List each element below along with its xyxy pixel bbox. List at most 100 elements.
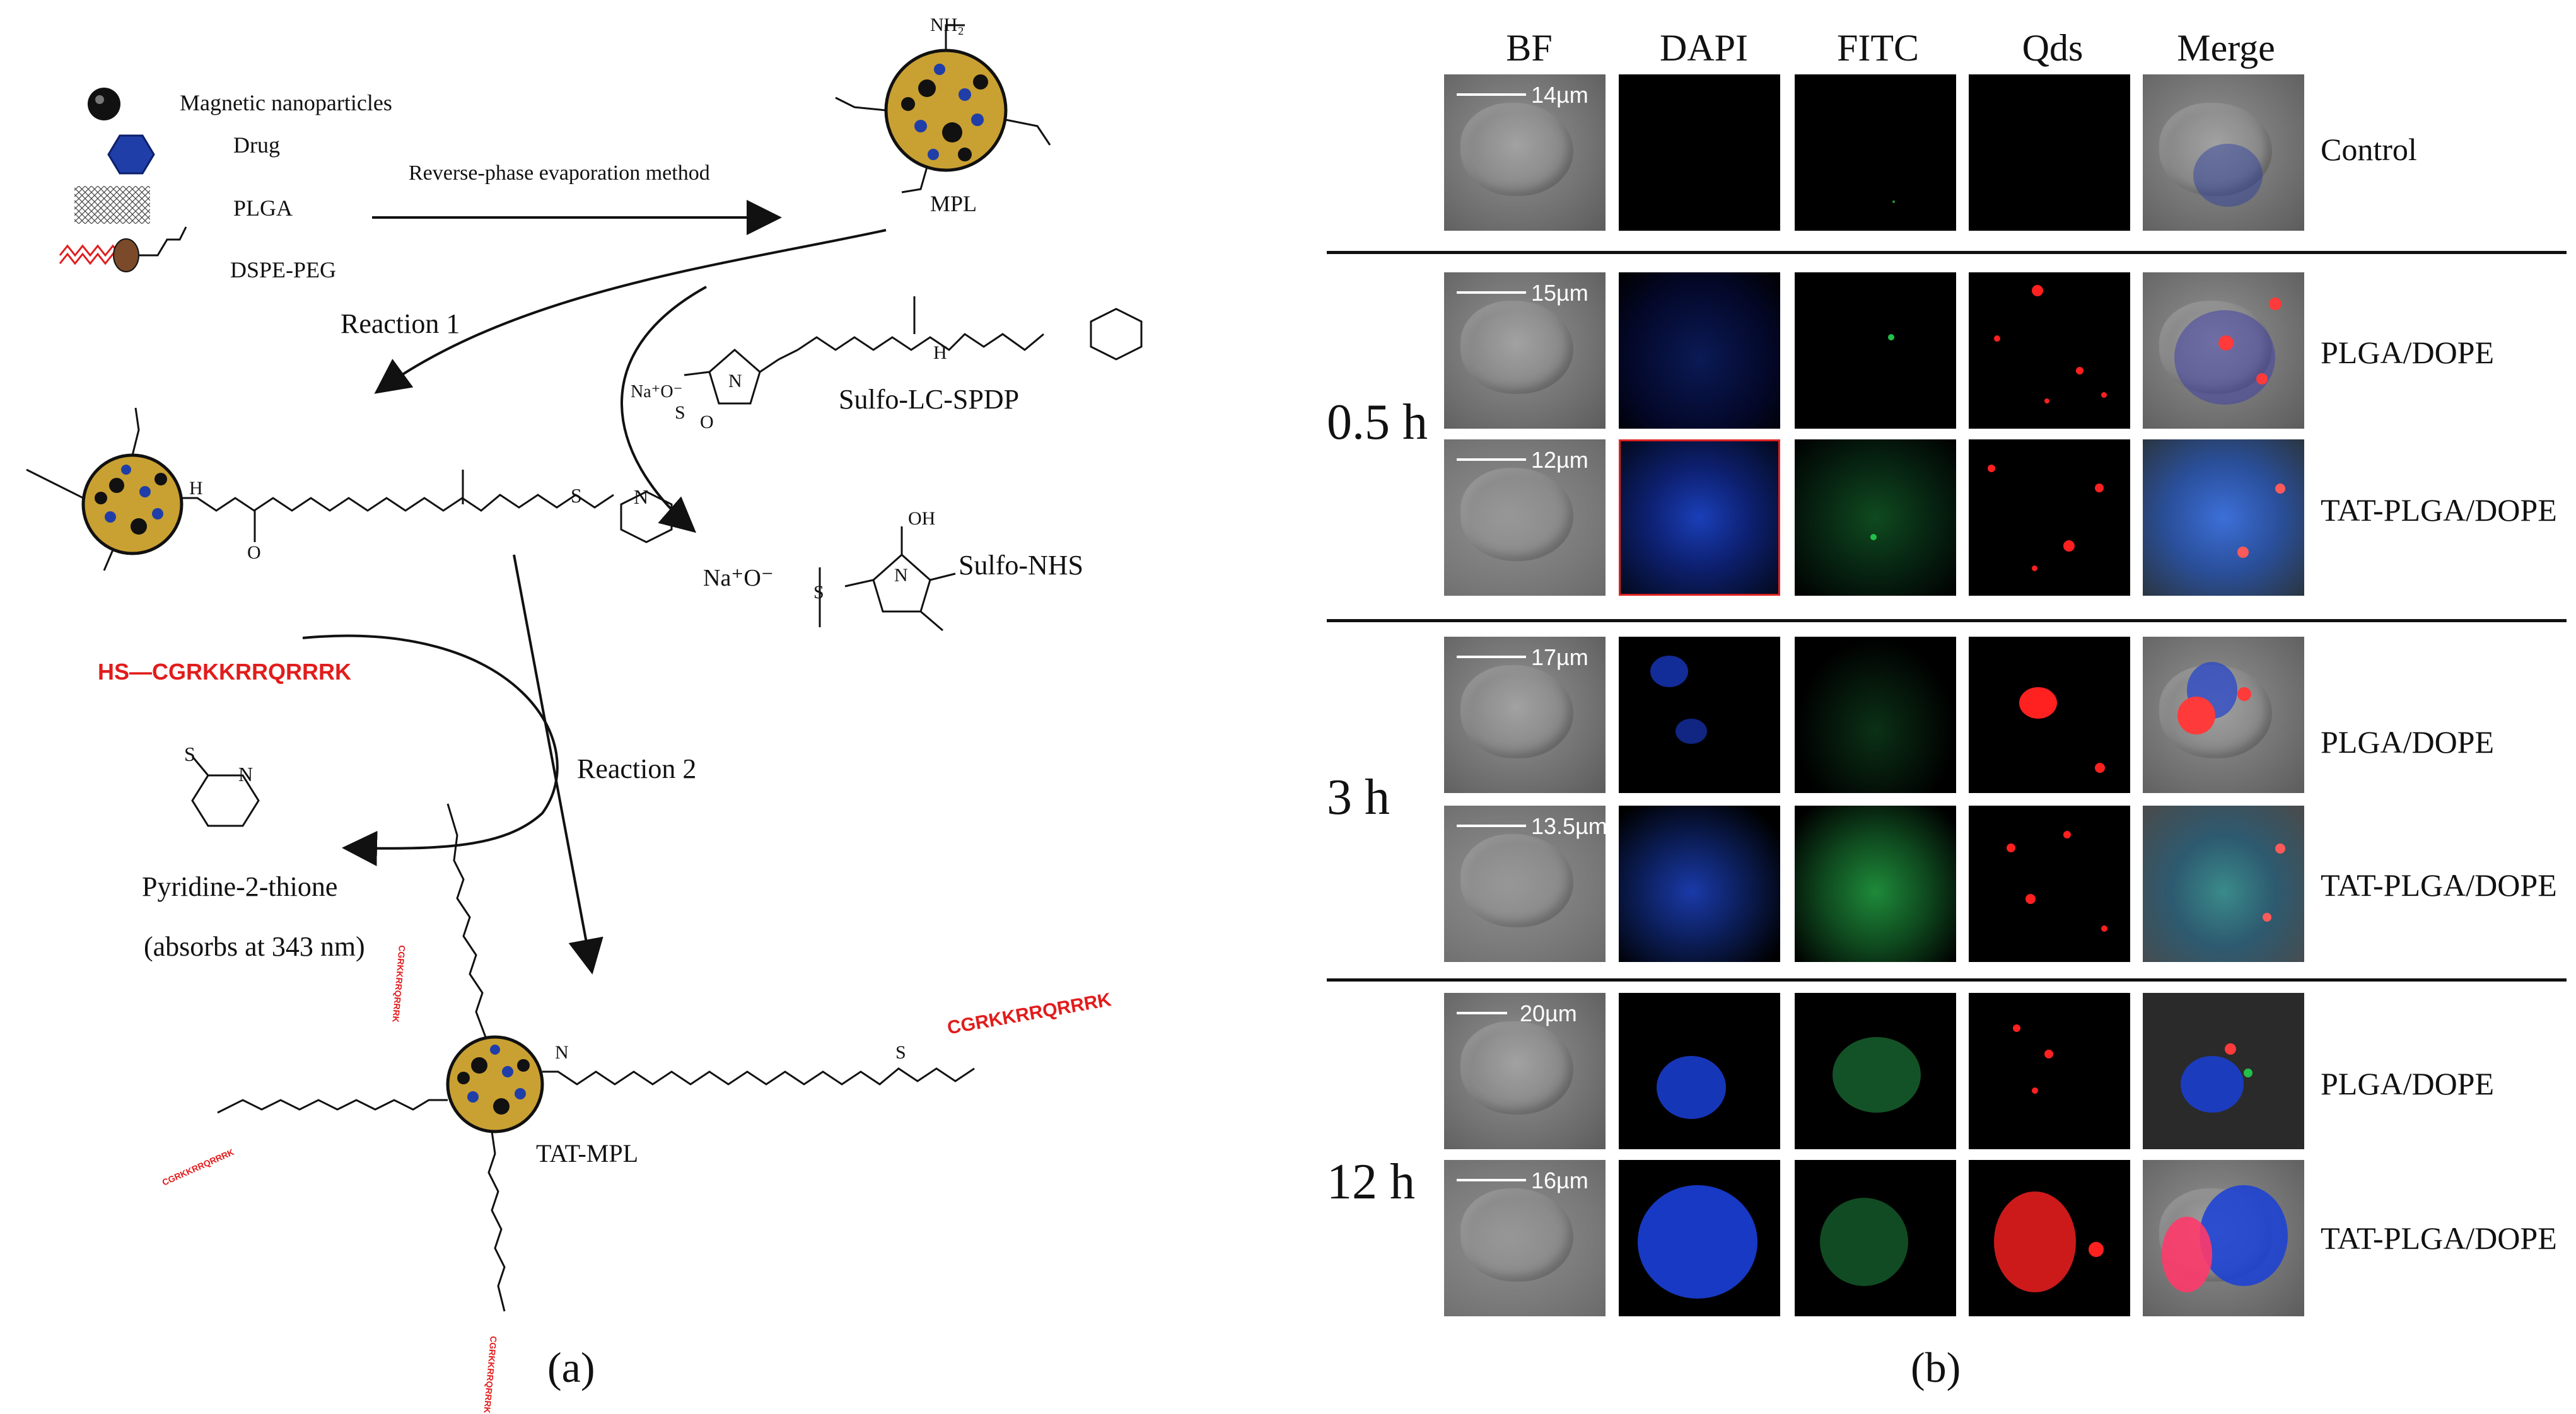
reaction2-label: Reaction 2 xyxy=(577,753,697,784)
intermediate-s-atom: S xyxy=(571,484,582,507)
tile-control-qds xyxy=(1969,74,2130,231)
nhs-na-label: Na⁺O⁻ xyxy=(703,565,774,591)
thione-release-arrow xyxy=(302,634,559,866)
tile-12h-tat-bf: 16µm xyxy=(1444,1160,1606,1316)
tile-3h-plga-qds xyxy=(1969,637,2130,793)
tatmpl-s-atom: S xyxy=(895,1042,906,1063)
intermediate-h-atom: H xyxy=(189,478,203,499)
row-divider xyxy=(1327,619,2567,622)
method-label: Reverse-phase evaporation method xyxy=(409,161,710,185)
scalebar-label: 13.5µm xyxy=(1531,813,1606,839)
reaction2-arrow xyxy=(513,554,603,975)
tile-05h-tat-merge xyxy=(2143,439,2304,596)
tile-05h-plga-bf: 15µm xyxy=(1444,272,1606,429)
legend xyxy=(59,88,187,272)
tatmpl-label: TAT-MPL xyxy=(536,1139,639,1168)
nhs-label: Sulfo-NHS xyxy=(959,550,1084,581)
tile-control-fitc xyxy=(1795,74,1956,231)
tat-mpl-structure xyxy=(217,803,975,1312)
thione-s-atom: S xyxy=(184,743,195,765)
tile-12h-tat-fitc xyxy=(1795,1160,1956,1316)
timepoint-label: 3 h xyxy=(1327,770,1390,825)
nh2-label: NH₂ xyxy=(930,14,964,35)
tile-3h-plga-fitc xyxy=(1795,637,1956,793)
sulfo-lc-spdp-structure xyxy=(684,296,1143,405)
magnetic-nanoparticle-icon xyxy=(88,88,120,120)
col-header-dapi: DAPI xyxy=(1659,27,1748,69)
tile-05h-tat-bf: 12µm xyxy=(1444,439,1606,596)
peptide-hs: HS xyxy=(98,659,130,685)
legend-dspe-label: DSPE-PEG xyxy=(230,257,337,282)
row-divider xyxy=(1327,978,2567,982)
legend-plga-label: PLGA xyxy=(233,195,293,221)
tatmpl-n-atom: N xyxy=(555,1042,569,1063)
tile-3h-tat-fitc xyxy=(1795,806,1956,962)
group-label-tat: TAT-PLGA/DOPE xyxy=(2321,1220,2557,1256)
sulfo-nhs-arrow xyxy=(621,286,707,533)
tile-3h-plga-bf: 17µm xyxy=(1444,637,1606,793)
group-label-plga: PLGA/DOPE xyxy=(2321,1066,2495,1101)
spdp-modified-particle xyxy=(26,407,673,571)
sulfo-nhs-structure xyxy=(819,526,956,632)
tile-05h-plga-qds xyxy=(1969,272,2130,429)
group-label-control: Control xyxy=(2321,132,2417,167)
tile-3h-tat-qds xyxy=(1969,806,2130,962)
group-label-tat: TAT-PLGA/DOPE xyxy=(2321,867,2557,903)
spdp-na-label: Na⁺O⁻ xyxy=(631,382,683,402)
peptide-reagent-label: HS—CGRKKRRQRRRK xyxy=(98,659,351,685)
group-label-plga: PLGA/DOPE xyxy=(2321,335,2495,370)
tile-3h-plga-dapi xyxy=(1619,637,1780,793)
scalebar-label: 16µm xyxy=(1531,1168,1588,1193)
tile-12h-plga-merge xyxy=(2143,993,2304,1149)
spdp-h-atom: H xyxy=(933,342,947,363)
scalebar-label: 15µm xyxy=(1531,280,1588,306)
scalebar-label: 12µm xyxy=(1531,447,1588,473)
timepoint-label: 0.5 h xyxy=(1327,395,1428,450)
tile-12h-plga-qds xyxy=(1969,993,2130,1149)
peptide-sequence: CGRKKRRQRRRK xyxy=(152,659,351,685)
mpl-particle xyxy=(835,24,1051,194)
nhs-oh-atom: OH xyxy=(908,508,936,529)
scalebar-label: 20µm xyxy=(1520,1000,1577,1026)
tile-3h-tat-merge xyxy=(2143,806,2304,962)
tile-3h-plga-merge xyxy=(2143,637,2304,793)
group-label-plga: PLGA/DOPE xyxy=(2321,724,2495,760)
spdp-label: Sulfo-LC-SPDP xyxy=(839,384,1020,415)
group-label-tat: TAT-PLGA/DOPE xyxy=(2321,492,2557,528)
mpl-label: MPL xyxy=(930,191,977,216)
plga-mesh-icon xyxy=(74,186,150,224)
tile-control-bf: 14µm xyxy=(1444,74,1606,231)
pyridine-2-thione-structure xyxy=(191,756,260,827)
tile-05h-tat-dapi xyxy=(1619,439,1780,596)
scalebar-label: 14µm xyxy=(1531,82,1588,108)
intermediate-o-atom: O xyxy=(247,542,261,563)
nhs-s-atom: S xyxy=(813,582,824,603)
legend-magnetic-label: Magnetic nanoparticles xyxy=(180,90,392,115)
spdp-n-atom: N xyxy=(728,371,742,391)
panel-b-letter: (b) xyxy=(1911,1343,1961,1391)
tile-3h-tat-dapi xyxy=(1619,806,1780,962)
tile-control-dapi xyxy=(1619,74,1780,231)
tile-12h-plga-bf: 20µm xyxy=(1444,993,1606,1149)
tile-05h-plga-fitc xyxy=(1795,272,1956,429)
tile-12h-tat-merge xyxy=(2143,1160,2304,1316)
tile-control-merge xyxy=(2143,74,2304,231)
pyridine-label: Pyridine-2-thione xyxy=(142,871,338,902)
thione-n-atom: N xyxy=(238,763,254,785)
nhs-n-atom: N xyxy=(894,565,908,586)
tile-05h-tat-qds xyxy=(1969,439,2130,596)
legend-drug-label: Drug xyxy=(233,132,280,158)
tile-3h-tat-bf: 13.5µm xyxy=(1444,806,1606,962)
tile-05h-plga-dapi xyxy=(1619,272,1780,429)
tile-12h-tat-dapi xyxy=(1619,1160,1780,1316)
timepoint-label: 12 h xyxy=(1327,1154,1415,1210)
absorbs-label: (absorbs at 343 nm) xyxy=(144,931,365,962)
spdp-o-atom: O xyxy=(700,412,714,432)
tile-12h-tat-qds xyxy=(1969,1160,2130,1316)
col-header-qds: Qds xyxy=(2022,27,2084,69)
spdp-s-atom: S xyxy=(675,402,685,423)
row-divider xyxy=(1327,251,2567,254)
drug-hexagon-icon xyxy=(107,134,155,175)
col-header-bf: BF xyxy=(1506,27,1553,69)
panel-a-letter: (a) xyxy=(547,1343,595,1391)
